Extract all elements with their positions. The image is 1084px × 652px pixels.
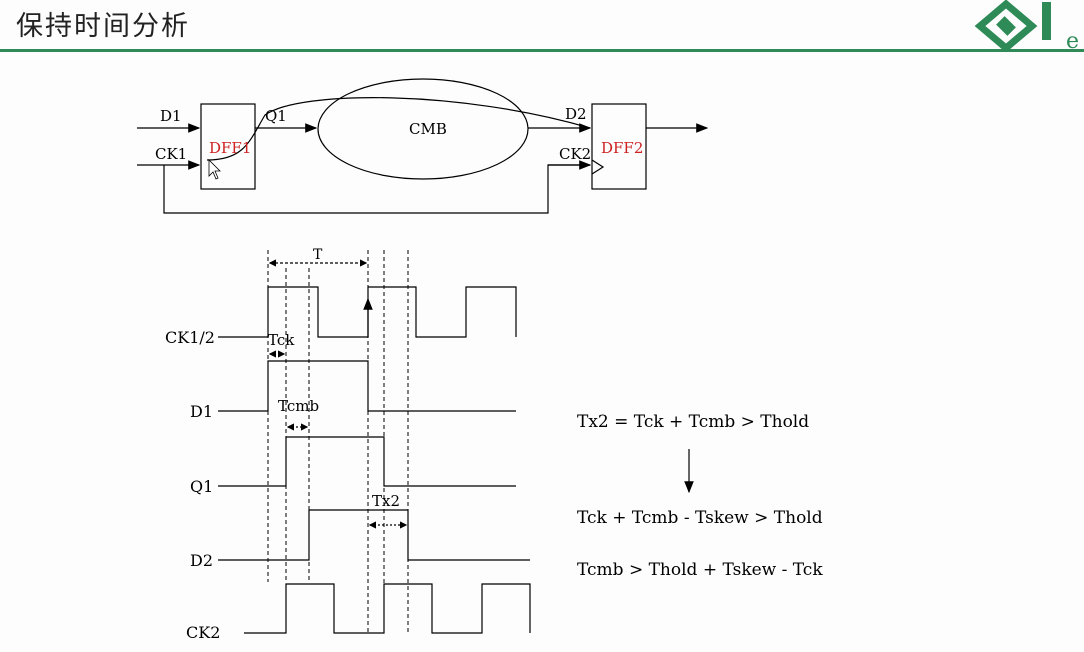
signal-label-ck2: CK2 bbox=[186, 623, 220, 642]
signal-label-d2: D2 bbox=[190, 551, 213, 570]
waveform-ck2 bbox=[244, 583, 531, 634]
dff2-clock-triangle bbox=[591, 159, 605, 175]
company-logo-icon: e bbox=[974, 0, 1079, 52]
label-cmb: CMB bbox=[409, 120, 447, 138]
circuit-schematic bbox=[137, 78, 709, 214]
label-d2: D2 bbox=[565, 105, 587, 123]
signal-label-q1: Q1 bbox=[190, 477, 213, 496]
label-dff2: DFF2 bbox=[601, 139, 643, 157]
waveform-ck12 bbox=[218, 286, 517, 338]
waveform-q1 bbox=[218, 436, 516, 487]
timing-guides bbox=[267, 250, 409, 635]
equation-3: Tcmb > Thold + Tskew - Tck bbox=[577, 560, 823, 580]
waveform-d1 bbox=[218, 360, 516, 412]
annotation-tck: Tck bbox=[268, 331, 295, 349]
waveform-d2 bbox=[218, 509, 530, 561]
annotation-T: T bbox=[313, 247, 323, 263]
logo-letter: e bbox=[1066, 29, 1079, 52]
signal-label-ck12: CK1/2 bbox=[165, 328, 215, 347]
cmb-block bbox=[317, 78, 529, 180]
equation-1: Tx2 = Tck + Tcmb > Thold bbox=[577, 412, 809, 432]
label-q1: Q1 bbox=[265, 107, 287, 125]
label-d1: D1 bbox=[160, 107, 182, 125]
slide-title: 保持时间分析 bbox=[16, 11, 190, 42]
dff2-block bbox=[591, 103, 647, 190]
data-path-curve bbox=[206, 97, 591, 161]
title-divider bbox=[0, 49, 1084, 52]
annotation-tcmb: Tcmb bbox=[278, 397, 319, 415]
label-ck2: CK2 bbox=[559, 145, 591, 163]
equation-2: Tck + Tcmb - Tskew > Thold bbox=[577, 508, 823, 528]
annotation-tx2: Tx2 bbox=[372, 492, 400, 510]
signal-label-d1: D1 bbox=[190, 402, 213, 421]
label-ck1: CK1 bbox=[155, 145, 187, 163]
dff1-block bbox=[200, 103, 256, 190]
mouse-cursor-icon bbox=[208, 159, 221, 180]
label-dff1: DFF1 bbox=[209, 139, 251, 157]
